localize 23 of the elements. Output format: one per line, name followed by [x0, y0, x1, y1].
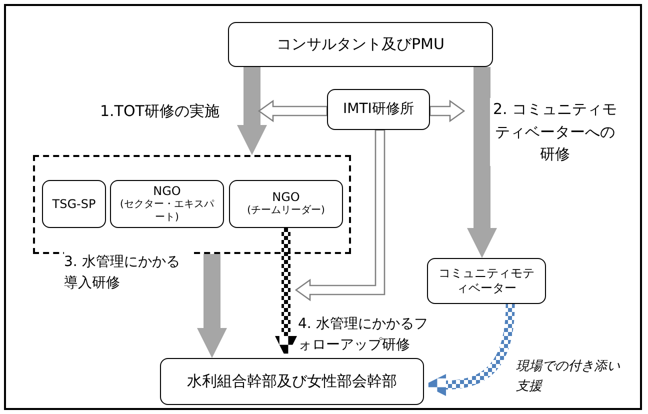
process-box [42, 180, 106, 228]
process-box [427, 258, 546, 304]
hollow-arrow [429, 100, 466, 122]
node-label: 水利組合幹部及び女性部会幹部 [187, 372, 397, 391]
node-label: コミュニティモティベーター [438, 266, 536, 296]
node-label: NGO [153, 184, 181, 199]
process-box [160, 358, 424, 405]
hollow-arrow [294, 129, 386, 302]
node-label: IMTI研修所 [343, 100, 414, 118]
dashed-group-box [33, 155, 351, 254]
thick-arrow [237, 67, 267, 155]
node-sublabel: (セクター・エキスパート) [119, 199, 216, 224]
hollow-arrow [258, 100, 328, 122]
node-label: コンサルタント及びPMU [276, 35, 444, 54]
process-box [327, 89, 430, 130]
process-box [228, 22, 493, 67]
thick-arrow [197, 254, 227, 358]
node-label: NGO [272, 190, 300, 206]
thick-arrow [467, 67, 497, 258]
process-box [229, 180, 343, 228]
node-label: TSG-SP [52, 196, 96, 212]
process-box [110, 180, 224, 228]
node-sublabel: (チームリーダー) [247, 205, 325, 218]
